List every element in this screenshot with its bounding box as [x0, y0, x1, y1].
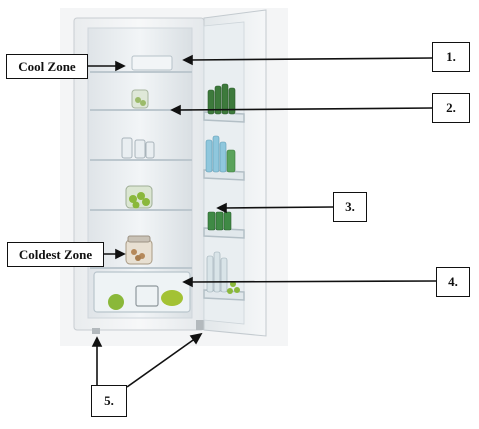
callout-5-arrowhead-left: [91, 336, 103, 347]
coldest-zone-arrowhead: [115, 248, 126, 260]
inner-cavity: [87, 27, 193, 319]
leader-lines: [88, 54, 437, 388]
callout-2: 2.: [432, 93, 470, 123]
coldest-zone-label: Coldest Zone: [7, 242, 104, 267]
glasses: [121, 137, 155, 159]
door-cans: [207, 211, 232, 231]
callout-4-arrowhead: [182, 276, 193, 288]
callout-1-leader: [189, 57, 433, 61]
callout-4: 4.: [436, 267, 470, 297]
callout-4-leader: [189, 280, 437, 283]
callout-2-arrowhead: [170, 104, 181, 116]
foot-left: [92, 328, 100, 334]
callout-2-leader: [177, 107, 433, 111]
callout-3: 3.: [333, 192, 367, 222]
foot-right: [196, 320, 204, 330]
cool-zone-label: Cool Zone: [6, 54, 88, 79]
nut-jar: [125, 235, 153, 265]
callout-1-arrowhead: [182, 54, 193, 66]
fruit-jar: [125, 185, 153, 209]
callout-1: 1.: [432, 42, 470, 72]
cool-zone-box: [131, 55, 173, 71]
crisper-drawer: [93, 271, 191, 313]
door-bottles-blue: [205, 135, 236, 173]
callout-3-arrowhead: [216, 202, 227, 214]
open-door: [203, 9, 267, 337]
callout-5-arrowhead-right: [189, 332, 203, 345]
jar-top: [131, 89, 149, 109]
door-bottles-green: [207, 83, 236, 115]
cool-zone-arrowhead: [115, 60, 126, 72]
callout-5: 5.: [91, 385, 127, 417]
callout-5-leader-right: [126, 337, 197, 388]
callout-3-leader: [223, 206, 334, 209]
